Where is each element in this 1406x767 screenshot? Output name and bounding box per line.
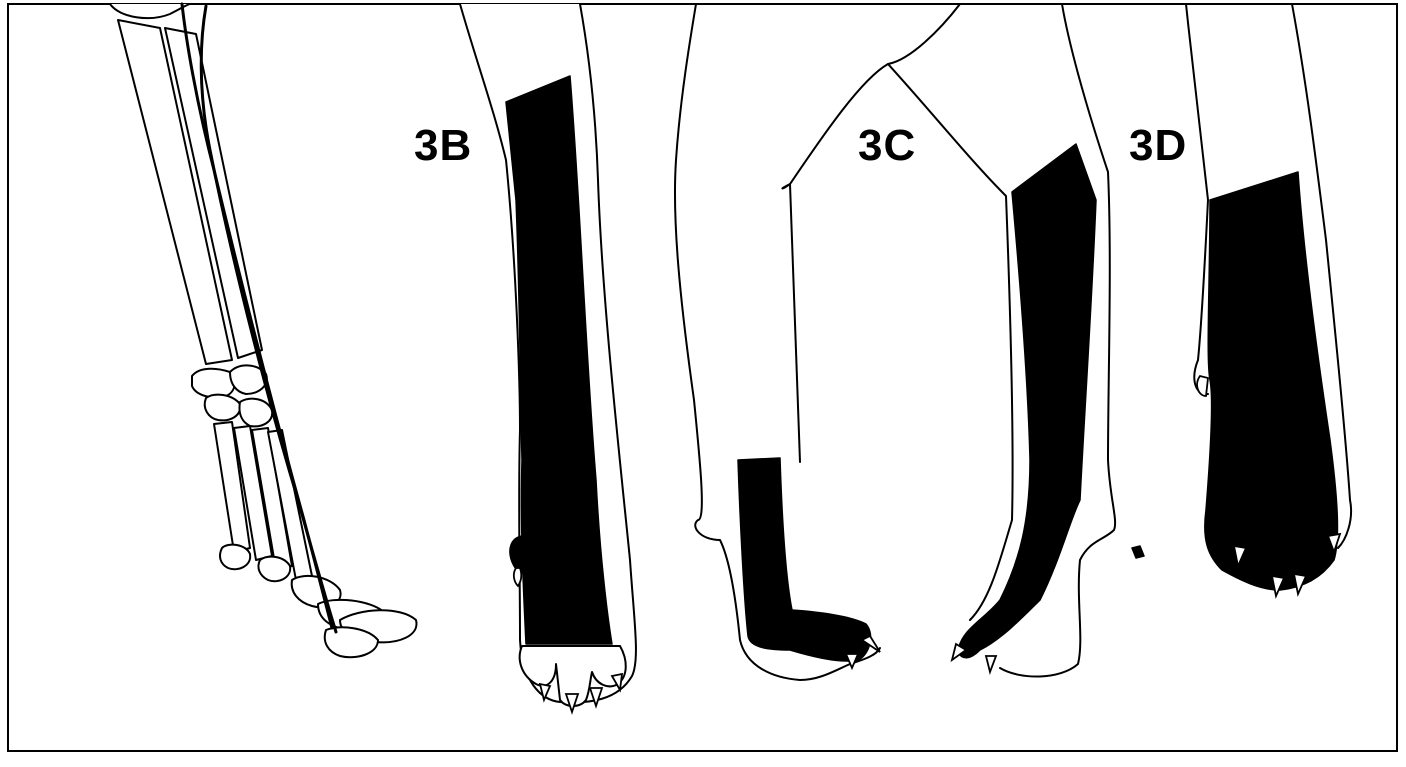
claw [986,656,996,672]
panel-3c-limbs [675,4,1144,680]
panel-3b-limb [460,4,636,712]
bandage-wrap-paw [1205,172,1338,590]
bandage-wrap-long [958,144,1096,658]
panel-3d-limb [1186,4,1351,596]
ink-speck [1132,546,1144,558]
bandage-wrap-foot [738,458,871,661]
carpal-bone [205,395,240,421]
panel-3a-skeletal-limb [110,4,416,657]
panel-label-3b: 3B [414,124,472,168]
dewclaw-nail [514,568,521,586]
carpal-bone [192,369,235,398]
phalanx-bone [258,557,290,582]
carpal-bone [239,399,272,427]
panel-label-3c: 3C [858,124,916,168]
dewclaw-nail [1197,376,1208,396]
panel-label-3d: 3D [1129,124,1187,168]
phalanx-bone [220,545,250,570]
shoulder-joint [110,4,190,18]
left-leg-inner-outline [782,4,960,462]
limb-left-outline [1186,4,1208,394]
